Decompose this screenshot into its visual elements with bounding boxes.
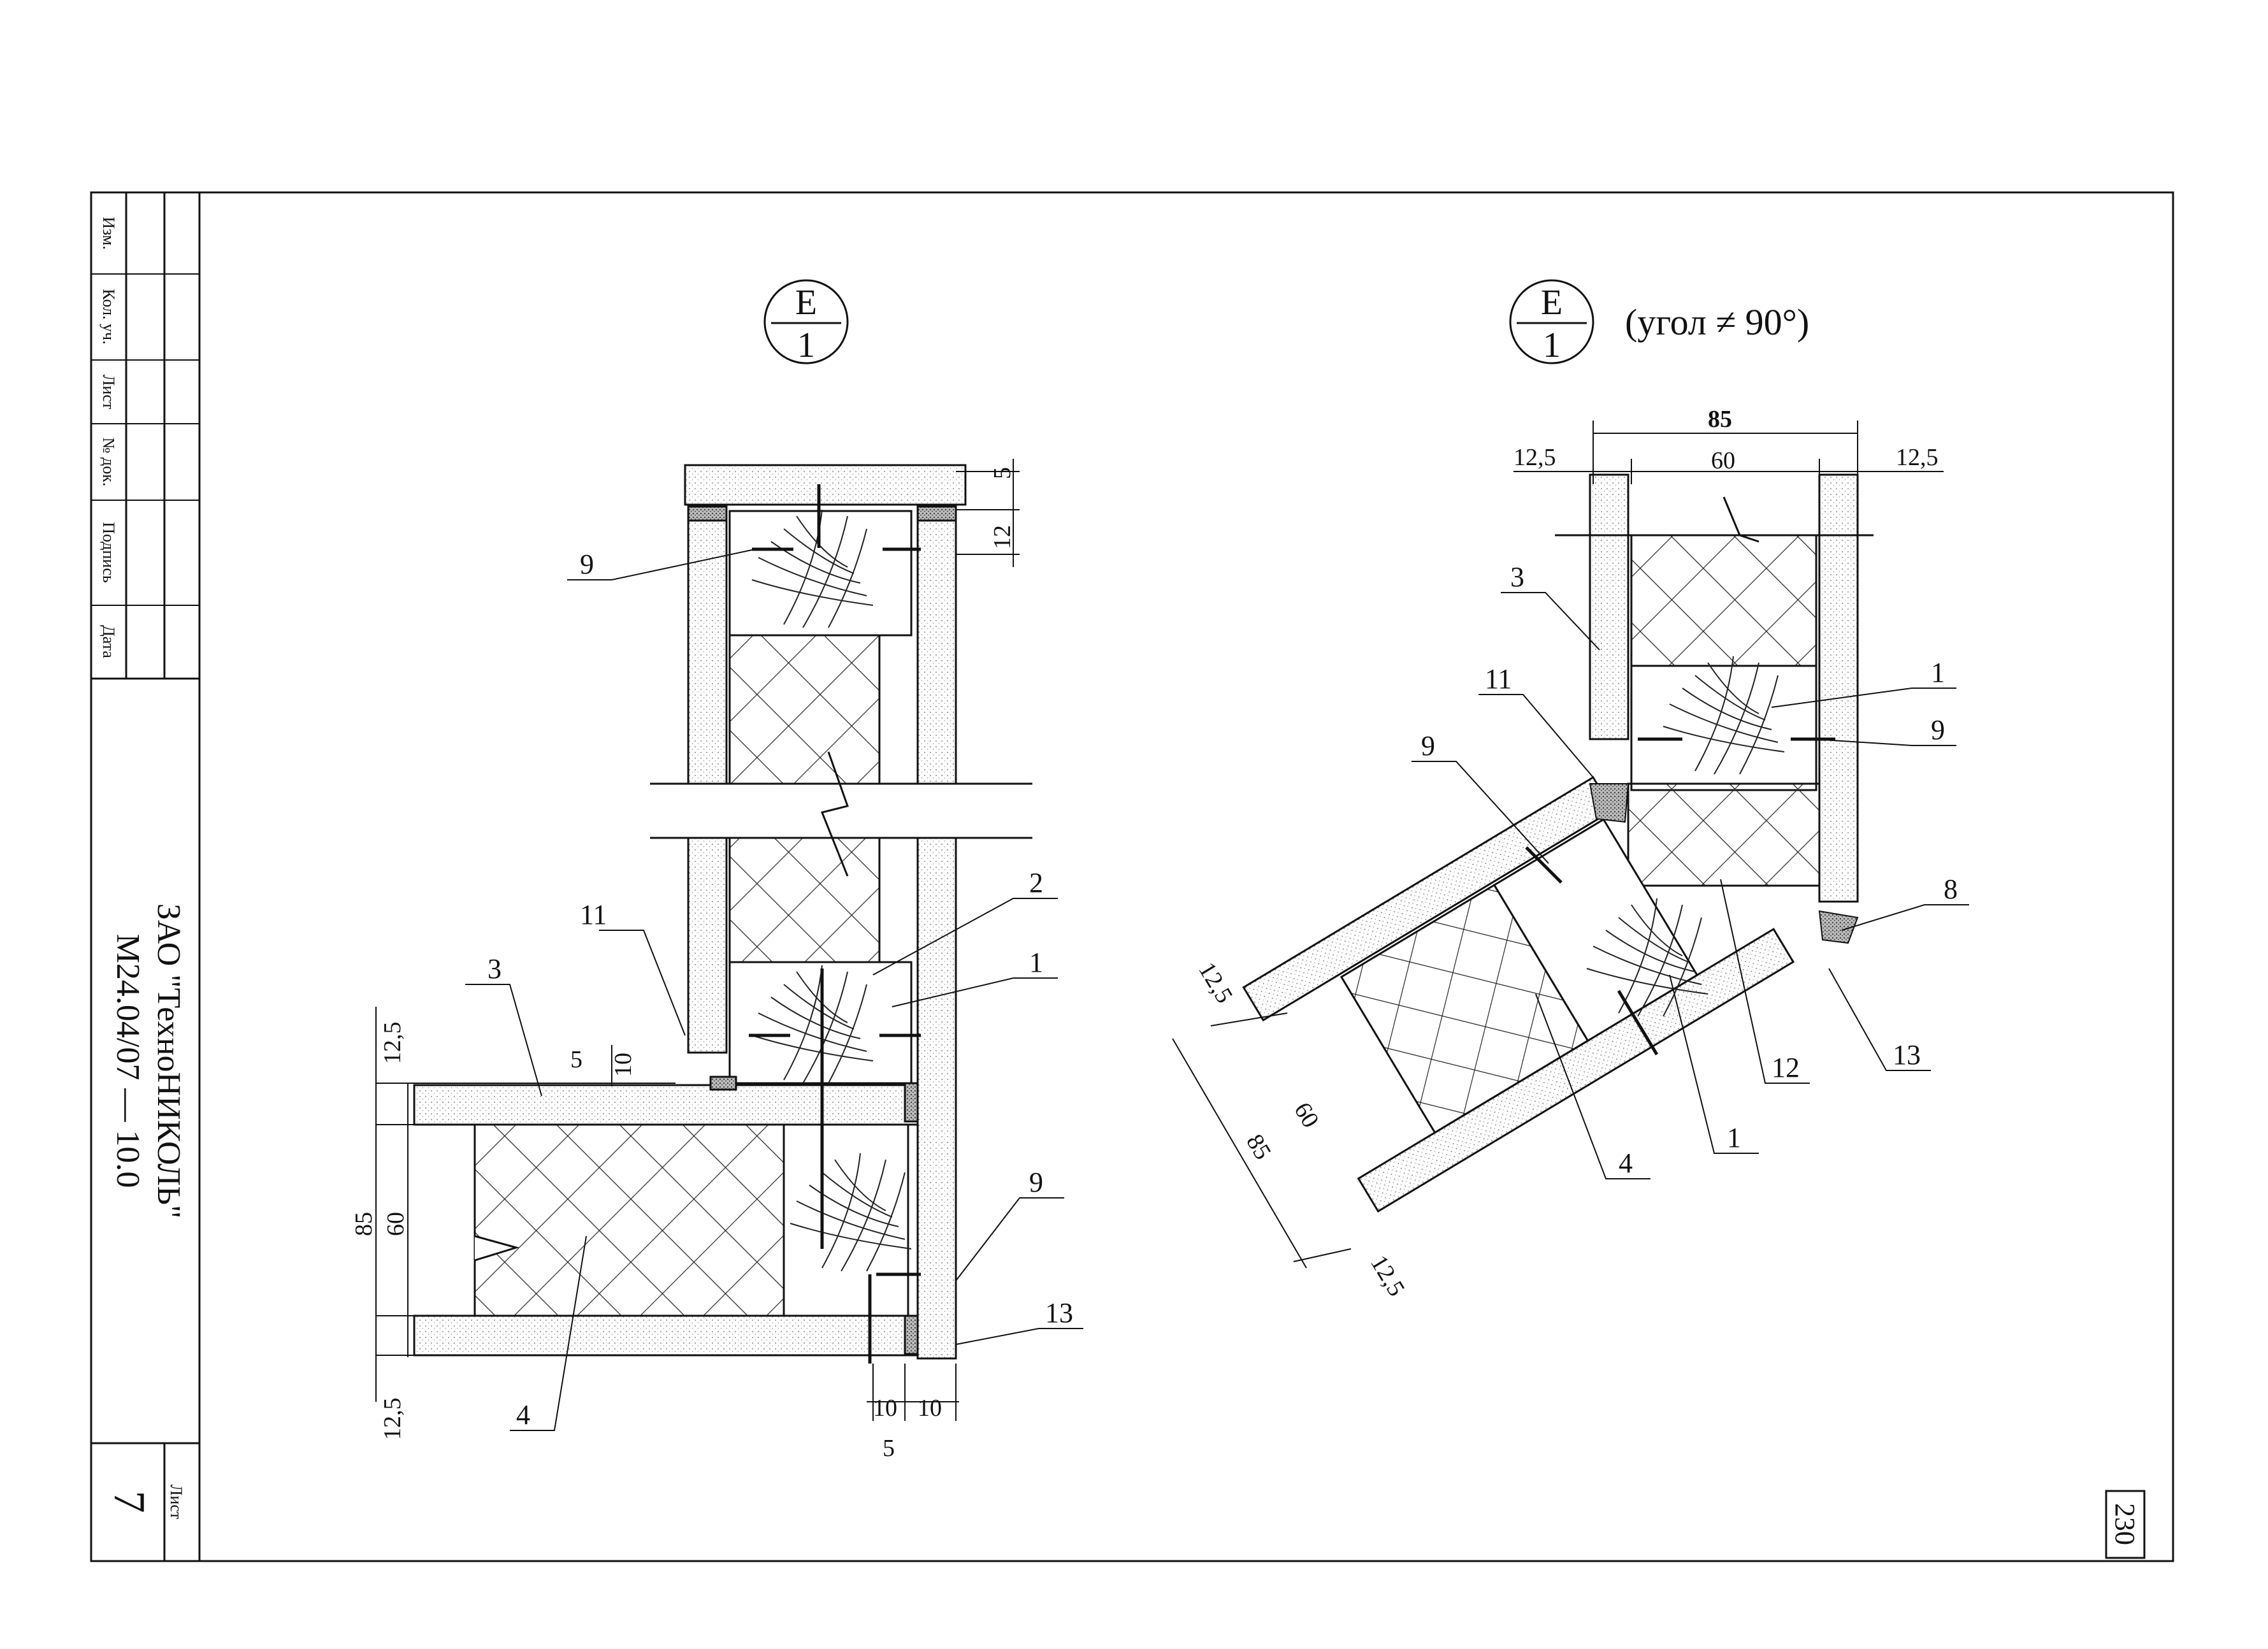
dims-left — [375, 459, 1020, 1421]
stamp-doc-code: М24.04/07 — 10.0 — [110, 934, 146, 1188]
dim-right-s85: 85 — [1241, 1130, 1276, 1164]
stamp-cell-izm: Изм. — [99, 217, 118, 250]
callout-right-9a: 9 — [1421, 730, 1435, 761]
section-marker-left: Е 1 — [763, 279, 849, 365]
dim-left-60: 60 — [382, 1212, 409, 1236]
callout-left-11: 11 — [580, 899, 607, 930]
nails-left — [749, 484, 921, 1364]
callout-right-8: 8 — [1944, 874, 1958, 905]
callout-right-13: 13 — [1893, 1039, 1921, 1070]
left-view: Е 1 — [350, 279, 1083, 1462]
right-view: Е 1 (угол ≠ 90°) — [1172, 279, 1969, 1301]
callout-right-11: 11 — [1485, 663, 1512, 695]
callout-left-2: 2 — [1029, 867, 1043, 898]
callout-right-1b: 1 — [1727, 1122, 1741, 1153]
dim-right-s125b: 12,5 — [1365, 1251, 1410, 1301]
marker-left-bottom: 1 — [797, 326, 815, 365]
dim-left-top5: 5 — [989, 467, 1016, 479]
dim-left-125bot: 12,5 — [379, 1398, 406, 1441]
angled-wall — [1242, 775, 1795, 1213]
break-line-left — [650, 751, 1032, 877]
leaders-right — [1412, 592, 1969, 1179]
dim-right-85: 85 — [1708, 406, 1732, 433]
callouts-right: 3 11 9 1 9 8 13 12 1 4 — [1421, 561, 1958, 1179]
stamp-cell-list: Лист — [99, 375, 118, 409]
leaders-left — [465, 549, 1083, 1431]
stamp-sheet-number: 7 — [105, 1491, 154, 1513]
angle-caption: (угол ≠ 90°) — [1625, 301, 1809, 343]
dims-right — [1172, 421, 1944, 1269]
callout-right-1a: 1 — [1931, 657, 1945, 688]
dim-labels-left: 5 12 12,5 5 10 85 60 12,5 10 10 5 — [350, 467, 1016, 1462]
dim-right-125r: 12,5 — [1896, 444, 1939, 471]
dim-left-b10b: 10 — [918, 1395, 942, 1422]
horizontal-wall — [413, 1076, 919, 1357]
stamp-company: ЗАО "ТехноНИКОЛЬ" — [150, 904, 187, 1219]
callout-right-4: 4 — [1619, 1148, 1633, 1179]
stamp-cell-kol: Кол. уч. — [99, 289, 118, 344]
callout-left-9a: 9 — [580, 549, 594, 580]
seal-blocks-right — [1589, 783, 1859, 944]
callout-left-9b: 9 — [1029, 1167, 1043, 1198]
dim-left-85: 85 — [350, 1212, 377, 1236]
section-marker-right: Е 1 — [1509, 279, 1594, 365]
stamp-cells: Изм. Кол. уч. Лист № док. Подпись Дата — [99, 217, 118, 658]
stamp-cell-date: Дата — [99, 625, 118, 658]
callouts-left: 9 11 3 2 1 9 13 4 — [488, 549, 1073, 1430]
callout-left-1: 1 — [1029, 947, 1043, 978]
callout-right-9b: 9 — [1931, 714, 1945, 745]
dim-right-125l: 12,5 — [1513, 444, 1556, 471]
page-number: 230 — [2109, 1503, 2141, 1545]
upper-wall — [684, 464, 967, 1360]
dim-left-b10a: 10 — [873, 1395, 897, 1422]
stamp-cell-doc: № док. — [99, 438, 118, 487]
callout-right-12: 12 — [1772, 1052, 1800, 1083]
callout-left-3: 3 — [488, 953, 502, 984]
marker-right-bottom: 1 — [1543, 326, 1561, 365]
dim-left-125top: 12,5 — [379, 1022, 406, 1065]
dim-right-s125: 12,5 — [1193, 958, 1238, 1008]
sheet-frame — [90, 191, 2174, 1562]
dim-right-s60: 60 — [1289, 1098, 1324, 1132]
callout-left-13: 13 — [1045, 1297, 1073, 1329]
stamp-sheet-label: Лист — [167, 1485, 185, 1519]
callout-left-4: 4 — [516, 1399, 530, 1430]
stamp-grid-lines — [91, 273, 199, 606]
dim-right-60: 60 — [1711, 447, 1735, 474]
dim-left-10mid: 10 — [610, 1053, 637, 1077]
stamp-cell-sign: Подпись — [99, 522, 118, 583]
dim-left-5mid: 5 — [570, 1046, 582, 1073]
vertical-wall-right — [1555, 473, 1874, 903]
marker-right-top: Е — [1541, 283, 1563, 322]
dim-left-b5: 5 — [883, 1435, 895, 1462]
callout-right-3: 3 — [1510, 561, 1524, 593]
dim-left-top12: 12 — [989, 525, 1016, 549]
marker-left-top: Е — [795, 283, 817, 322]
